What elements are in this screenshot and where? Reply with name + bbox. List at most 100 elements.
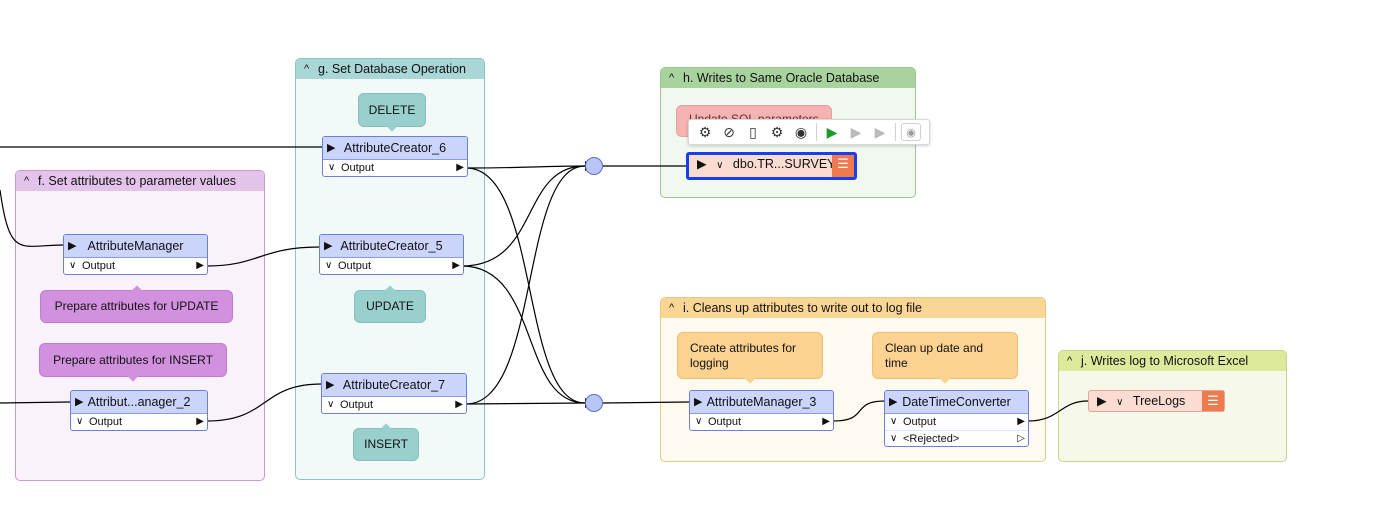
input-port-triangle-icon[interactable]: ▶ [75, 396, 84, 408]
port-label: Output [708, 416, 742, 428]
input-port-triangle-icon[interactable]: ▶ [68, 240, 77, 252]
transformer-attribute-creator-7[interactable]: ▶ AttributeCreator_7 ∨ Output ▶ [321, 373, 467, 414]
collapse-caret-icon[interactable]: ^ [669, 302, 675, 314]
transformer-datetime-converter[interactable]: ▶ DateTimeConverter ∨ Output ▶ ∨ <Reject… [884, 390, 1029, 447]
chevron-down-icon[interactable]: ∨ [327, 399, 335, 410]
database-icon[interactable]: ▯ [749, 124, 757, 140]
output-port[interactable]: ∨ Output ▶ [322, 397, 466, 413]
database-settings-icon[interactable]: ⚙ [770, 124, 784, 140]
annotation-insert[interactable]: INSERT [353, 428, 419, 461]
port-label: Output [341, 162, 375, 174]
bookmark-f-header[interactable]: ^ f. Set attributes to parameter values [16, 171, 264, 191]
annotation-prepare-update[interactable]: Prepare attributes for UPDATE [40, 290, 233, 323]
annotation-cleanup-date[interactable]: Clean up date and time [872, 332, 1018, 379]
collapse-caret-icon[interactable]: ^ [304, 63, 310, 75]
transformer-header[interactable]: ▶ AttributeManager [64, 235, 207, 258]
chevron-down-icon[interactable]: ∨ [1116, 397, 1124, 408]
annotation-delete[interactable]: DELETE [358, 93, 426, 127]
port-label: <Rejected> [903, 433, 960, 445]
chevron-down-icon[interactable]: ∨ [716, 160, 724, 171]
output-port[interactable]: ∨ Output ▶ [690, 414, 833, 430]
writer-survey[interactable]: ▶ ∨ dbo.TR...SURVEY ☰ [686, 152, 857, 180]
transformer-header[interactable]: ▶ DateTimeConverter [885, 391, 1028, 414]
run-only-icon[interactable]: ▶ [874, 124, 886, 140]
chevron-down-icon[interactable]: ∨ [890, 416, 898, 427]
annotation-create-logging[interactable]: Create attributes for logging [677, 332, 823, 379]
layers-icon: ☰ [1202, 391, 1224, 411]
transformer-name: AttributeCreator_7 [342, 378, 446, 392]
bookmark-j-header[interactable]: ^ j. Writes log to Microsoft Excel [1059, 351, 1286, 371]
transformer-header[interactable]: ▶ Attribut...anager_2 [71, 391, 207, 414]
writer-treelogs[interactable]: ▶ ∨ TreeLogs ☰ [1088, 390, 1225, 412]
output-port-triangle-icon[interactable]: ▶ [456, 162, 464, 173]
output-port[interactable]: ∨ Output ▶ [64, 258, 207, 274]
chevron-down-icon[interactable]: ∨ [695, 416, 703, 427]
transformer-attribute-creator-5[interactable]: ▶ AttributeCreator_5 ∨ Output ▶ [319, 234, 464, 275]
output-port-triangle-icon[interactable]: ▶ [455, 399, 463, 410]
run-from-here-icon[interactable]: ▶ [850, 124, 862, 140]
transformer-attribute-manager-3[interactable]: ▶ AttributeManager_3 ∨ Output ▶ [689, 390, 834, 431]
chevron-down-icon[interactable]: ∨ [69, 260, 77, 271]
port-label: Output [82, 260, 116, 272]
chevron-down-icon[interactable]: ∨ [76, 416, 84, 427]
junction-top[interactable] [585, 157, 603, 175]
transformer-attribute-manager[interactable]: ▶ AttributeManager ∨ Output ▶ [63, 234, 208, 275]
gear-icon[interactable]: ⚙ [698, 124, 712, 140]
bookmark-g-title: g. Set Database Operation [318, 62, 467, 76]
collapse-caret-icon[interactable]: ^ [24, 175, 30, 187]
transformer-attribute-creator-6[interactable]: ▶ AttributeCreator_6 ∨ Output ▶ [322, 136, 468, 177]
writer-name: dbo.TR...SURVEY [732, 157, 836, 171]
port-label: Output [89, 416, 123, 428]
input-port-triangle-icon[interactable]: ▶ [1097, 394, 1107, 408]
transformer-header[interactable]: ▶ AttributeCreator_7 [322, 374, 466, 397]
transformer-name: Attribut...anager_2 [87, 395, 191, 409]
bookmark-i-header[interactable]: ^ i. Cleans up attributes to write out t… [661, 298, 1045, 318]
run-to-here-icon[interactable]: ▶ [826, 124, 838, 140]
output-port[interactable]: ∨ Output ▶ [323, 160, 467, 176]
writer-name: TreeLogs [1132, 394, 1186, 408]
output-port-triangle-icon[interactable]: ▶ [452, 260, 460, 271]
output-port-triangle-icon[interactable]: ▶ [196, 260, 204, 271]
output-port[interactable]: ∨ Output ▶ [320, 258, 463, 274]
transformer-header[interactable]: ▶ AttributeCreator_5 [320, 235, 463, 258]
disable-icon[interactable]: ⊘ [723, 124, 735, 140]
input-port-triangle-icon[interactable]: ▶ [324, 240, 333, 252]
chevron-down-icon[interactable]: ∨ [890, 433, 898, 444]
chevron-down-icon[interactable]: ∨ [328, 162, 336, 173]
collapse-caret-icon[interactable]: ^ [669, 72, 675, 84]
annotation-update[interactable]: UPDATE [354, 290, 426, 323]
database-view-icon[interactable]: ◉ [794, 124, 808, 140]
transformer-name: AttributeManager_3 [706, 395, 817, 409]
input-port-triangle-icon[interactable]: ▶ [326, 379, 335, 391]
visibility-icon[interactable]: ◉ [901, 123, 921, 141]
transformer-name: AttributeCreator_6 [343, 141, 447, 155]
output-port-hollow-triangle-icon[interactable]: ▷ [1017, 433, 1025, 444]
input-port-triangle-icon[interactable]: ▶ [694, 396, 703, 408]
bookmark-i-title: i. Cleans up attributes to write out to … [683, 301, 923, 315]
bookmark-g-header[interactable]: ^ g. Set Database Operation [296, 59, 484, 79]
transformer-name: AttributeManager [87, 239, 184, 253]
rejected-port[interactable]: ∨ <Rejected> ▷ [885, 430, 1028, 446]
collapse-caret-icon[interactable]: ^ [1067, 355, 1073, 367]
output-port[interactable]: ∨ Output ▶ [885, 414, 1028, 430]
junction-bottom[interactable] [585, 394, 603, 412]
output-port[interactable]: ∨ Output ▶ [71, 414, 207, 430]
input-port-triangle-icon[interactable]: ▶ [889, 396, 898, 408]
output-port-triangle-icon[interactable]: ▶ [822, 416, 830, 427]
transformer-header[interactable]: ▶ AttributeCreator_6 [323, 137, 467, 160]
transformer-header[interactable]: ▶ AttributeManager_3 [690, 391, 833, 414]
chevron-down-icon[interactable]: ∨ [325, 260, 333, 271]
transformer-attribute-manager-2[interactable]: ▶ Attribut...anager_2 ∨ Output ▶ [70, 390, 208, 431]
bookmark-h-header[interactable]: ^ h. Writes to Same Oracle Database [661, 68, 915, 88]
output-port-triangle-icon[interactable]: ▶ [196, 416, 204, 427]
annotation-prepare-insert[interactable]: Prepare attributes for INSERT [39, 343, 227, 377]
input-port-triangle-icon[interactable]: ▶ [697, 157, 707, 171]
bookmark-f[interactable]: ^ f. Set attributes to parameter values [15, 170, 265, 481]
layers-icon: ☰ [832, 155, 854, 177]
writer-quick-toolbar: ⚙ ⊘ ▯ ⚙ ◉ ▶ ▶ ▶ ◉ [688, 119, 930, 145]
bookmark-j-title: j. Writes log to Microsoft Excel [1081, 354, 1249, 368]
bookmark-f-title: f. Set attributes to parameter values [38, 174, 237, 188]
output-port-triangle-icon[interactable]: ▶ [1017, 416, 1025, 427]
port-label: Output [340, 399, 374, 411]
input-port-triangle-icon[interactable]: ▶ [327, 142, 336, 154]
